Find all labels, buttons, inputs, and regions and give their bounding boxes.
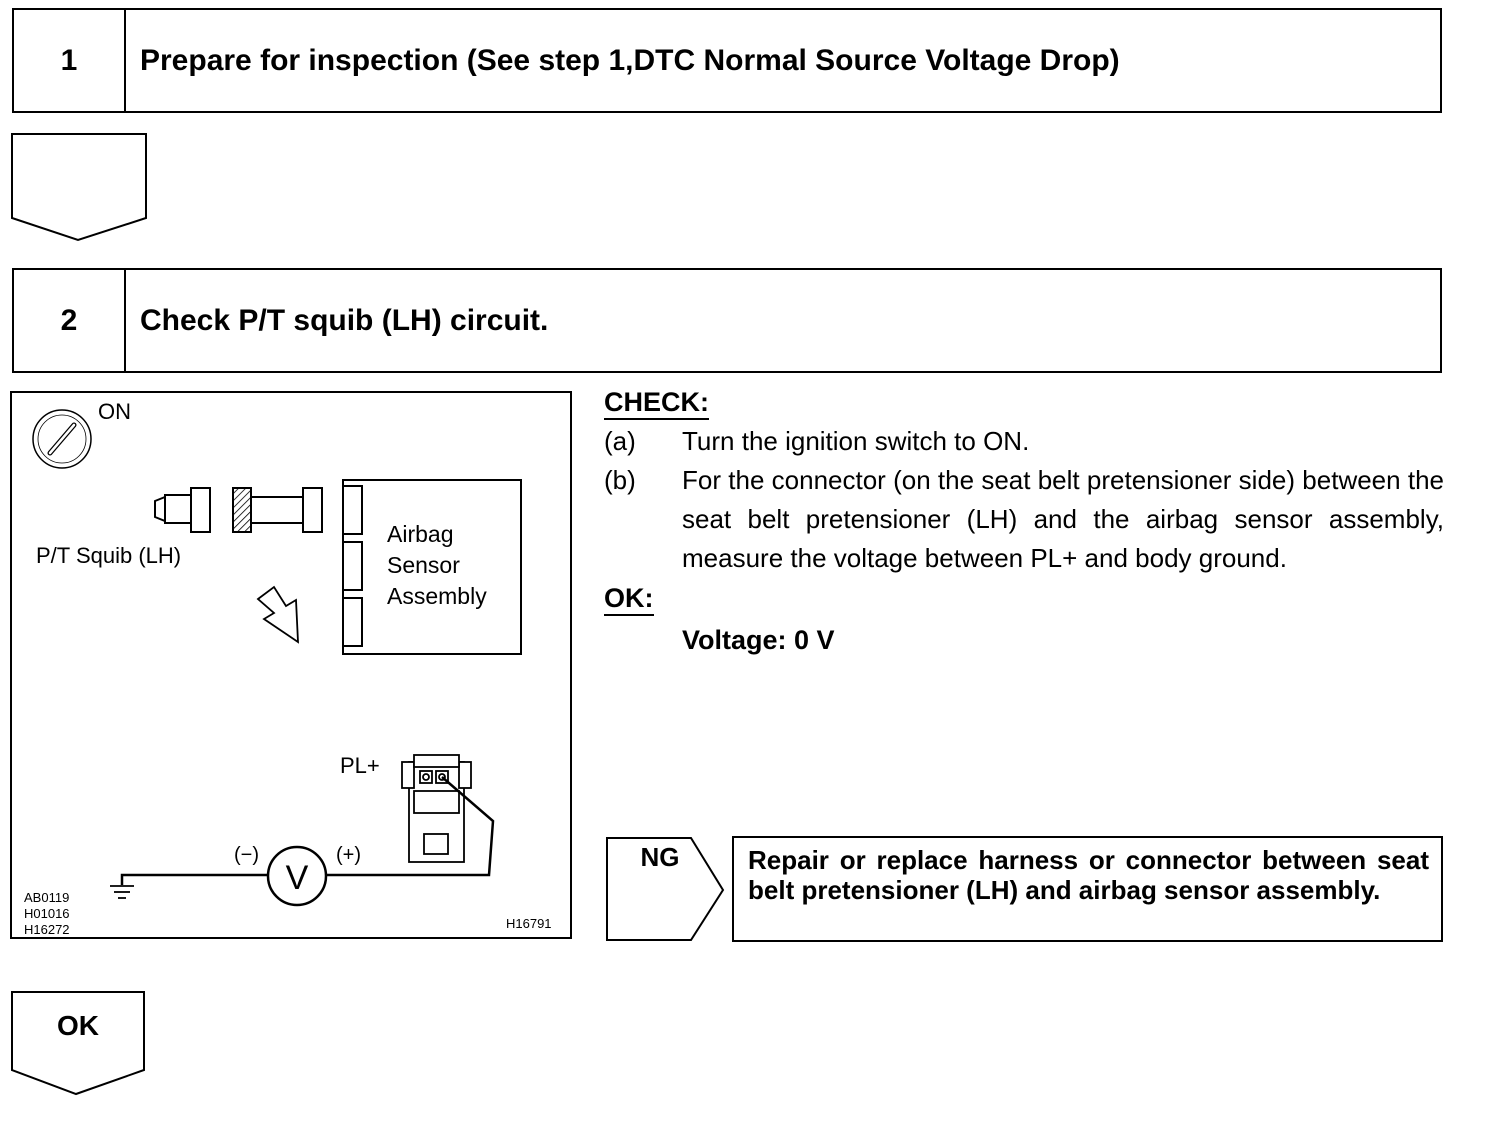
- probe-lead-negative: [120, 873, 268, 885]
- svg-text:V: V: [286, 859, 309, 897]
- step-2-box: 2 Check P/T squib (LH) circuit.: [12, 268, 1442, 373]
- direction-arrow-icon: [256, 585, 299, 644]
- step-title: Check P/T squib (LH) circuit.: [140, 303, 549, 337]
- check-item-a: (a) Turn the ignition switch to ON.: [604, 422, 1444, 461]
- pl-plus-connector-icon: [401, 754, 472, 863]
- item-text: Turn the ignition switch to ON.: [682, 426, 1030, 456]
- check-section: CHECK: (a) Turn the ignition switch to O…: [604, 386, 1444, 660]
- squib-connector-icon: [154, 487, 211, 533]
- ok-header: OK:: [604, 582, 654, 616]
- ok-label: OK: [57, 1010, 99, 1041]
- connector-half-icon: [232, 487, 323, 533]
- probe-lead-positive: [327, 776, 495, 877]
- plus-label: (+): [336, 844, 361, 866]
- voltmeter-icon: V: [266, 845, 328, 907]
- voltage-spec: Voltage: 0 V: [682, 625, 835, 655]
- check-header: CHECK:: [604, 386, 709, 420]
- item-label: (a): [604, 426, 636, 456]
- pl-plus-label: PL+: [340, 753, 380, 778]
- ground-icon: [110, 885, 134, 899]
- step-number: 1: [14, 10, 126, 111]
- figure-codes-left: AB0119 H01016 H16272: [24, 890, 73, 937]
- check-item-b: (b) For the connector (on the seat belt …: [604, 461, 1444, 578]
- minus-label: (−): [234, 844, 259, 866]
- ng-arrow-shape: [606, 837, 725, 941]
- step-title: Prepare for inspection (See step 1,DTC N…: [140, 43, 1120, 77]
- ignition-on-label: ON: [98, 399, 131, 424]
- ignition-switch-icon: [32, 409, 92, 469]
- flow-down-arrow: [11, 133, 147, 242]
- ok-down-arrow: [11, 991, 145, 1096]
- item-label: (b): [604, 465, 636, 495]
- airbag-sensor-assembly-icon: [342, 479, 522, 655]
- step-1-box: 1 Prepare for inspection (See step 1,DTC…: [12, 8, 1442, 113]
- ng-label: NG: [640, 842, 680, 872]
- sensor-label: Airbag Sensor Assembly: [387, 521, 487, 609]
- figure-code-right: H16791: [506, 916, 552, 931]
- ng-action-box: Repair or replace harness or connector b…: [732, 836, 1443, 942]
- step-number: 2: [14, 270, 126, 371]
- item-text: For the connector (on the seat belt pret…: [682, 465, 1444, 573]
- wiring-illustration: ON P/T Squib (LH) Airbag Sensor Assembly…: [10, 391, 572, 939]
- squib-label: P/T Squib (LH): [36, 543, 181, 568]
